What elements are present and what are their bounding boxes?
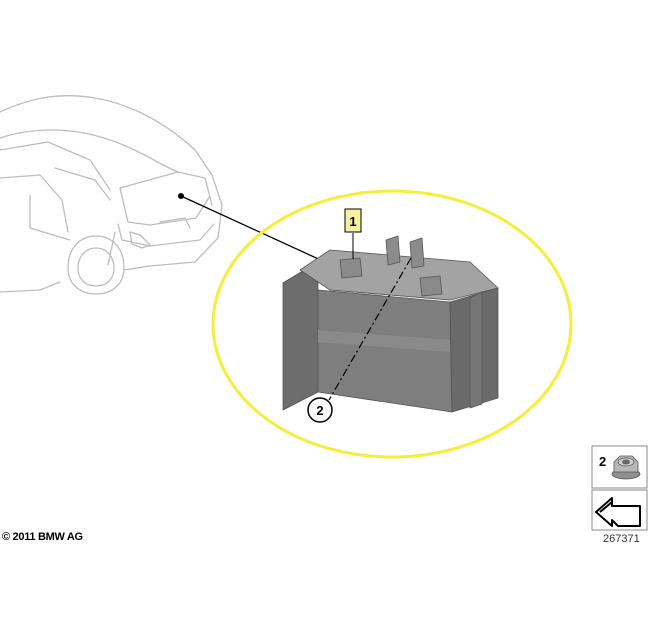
legend-item-number: 2 <box>599 454 606 469</box>
location-leader-line <box>178 193 326 263</box>
callout-1-label: 1 <box>349 214 356 229</box>
legend-nut-box: 2 <box>591 445 648 489</box>
hatchback-rear-view-icon <box>0 95 223 295</box>
hex-flange-nut-icon <box>611 455 641 480</box>
diagram-number: 267371 <box>603 533 640 545</box>
copyright-text: © 2011 BMW AG <box>2 531 83 543</box>
highlight-ellipse <box>211 189 573 459</box>
control-module-icon <box>282 235 499 413</box>
installation-arrow-icon <box>595 497 641 527</box>
callout-1: 1 <box>344 208 362 259</box>
callout-2: 2 <box>307 257 412 423</box>
callout-2-label: 2 <box>316 403 323 418</box>
legend-installation-box <box>591 489 648 531</box>
